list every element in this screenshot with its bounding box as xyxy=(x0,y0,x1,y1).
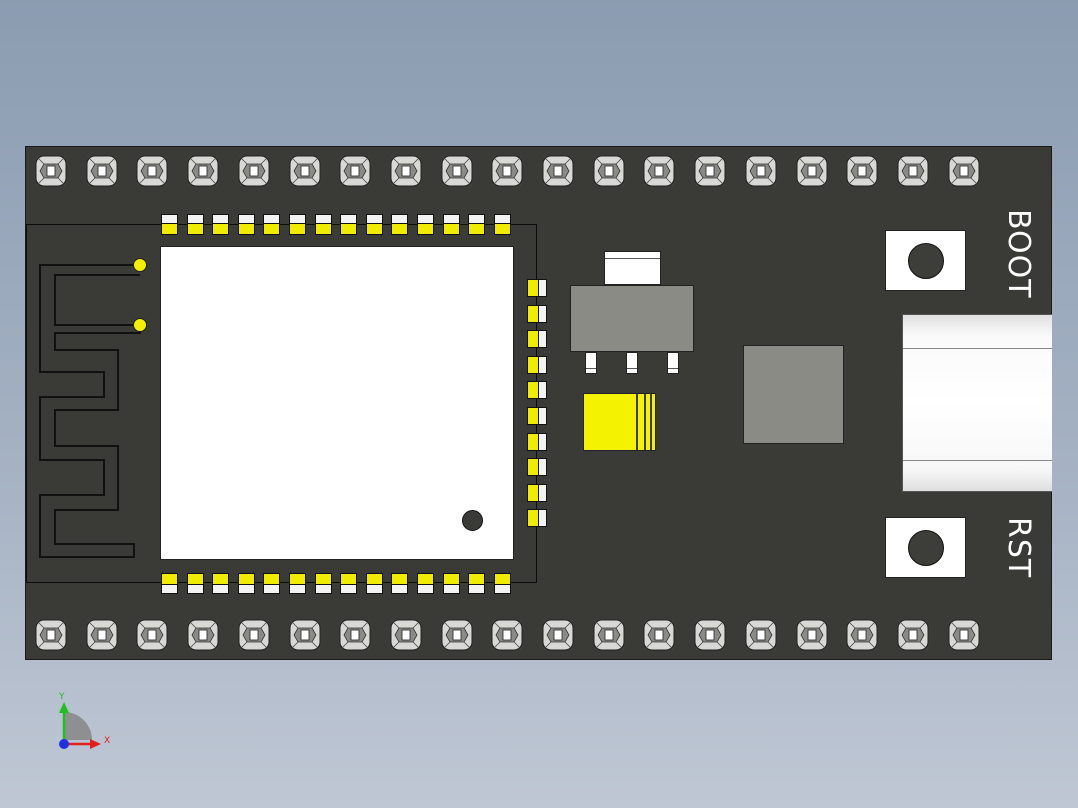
module-pad-side xyxy=(538,432,547,451)
usb-connector xyxy=(902,314,1052,492)
wifi-module-outline xyxy=(26,224,537,583)
pin1-marker xyxy=(462,510,483,531)
module-pad-side xyxy=(538,483,547,502)
header-pin-icon xyxy=(948,155,980,187)
module-pad-top xyxy=(237,223,255,235)
header-pin-icon xyxy=(441,619,473,651)
header-pin-icon xyxy=(390,619,422,651)
module-pad-side xyxy=(538,279,547,297)
module-pad-top xyxy=(289,223,306,235)
regulator-leg xyxy=(585,352,597,374)
header-pin-icon xyxy=(694,155,726,187)
button-cap xyxy=(908,243,944,279)
module-pad-top xyxy=(161,223,178,235)
header-pin-icon xyxy=(390,155,422,187)
module-pad-top xyxy=(263,223,281,235)
header-pin-icon xyxy=(491,619,523,651)
module-pad-bottom xyxy=(237,584,255,594)
header-pin-icon xyxy=(643,155,675,187)
header-pin-icon xyxy=(289,619,321,651)
voltage-regulator xyxy=(570,285,694,352)
header-pin-icon xyxy=(289,155,321,187)
header-pin-icon xyxy=(643,619,675,651)
header-pin-icon xyxy=(86,619,118,651)
header-pin-icon xyxy=(35,155,67,187)
module-pad-top xyxy=(365,223,383,235)
header-pin-icon xyxy=(542,619,574,651)
header-pin-icon xyxy=(187,619,219,651)
header-pin-icon xyxy=(339,155,371,187)
module-pad-side xyxy=(538,407,547,425)
header-pin-icon xyxy=(136,155,168,187)
module-pad-bottom xyxy=(263,584,281,594)
module-pad-side xyxy=(538,330,547,349)
header-pin-icon xyxy=(694,619,726,651)
header-pin-icon xyxy=(187,155,219,187)
view-triad-icon[interactable]: Y X xyxy=(50,688,120,758)
module-pad-top xyxy=(186,223,204,235)
diode xyxy=(583,393,656,451)
module-pad-top xyxy=(391,223,409,235)
header-pin-icon xyxy=(86,155,118,187)
boot-label: BOOT xyxy=(1001,209,1036,299)
rf-shield-can xyxy=(160,246,514,560)
header-pin-icon xyxy=(339,619,371,651)
header-pin-icon xyxy=(542,155,574,187)
module-pad-side xyxy=(538,509,547,528)
header-pin-icon xyxy=(897,155,929,187)
antenna-feed-point xyxy=(133,258,147,272)
header-pin-icon xyxy=(745,619,777,651)
header-pin-icon xyxy=(491,155,523,187)
module-pad-bottom xyxy=(289,584,306,594)
module-pad-bottom xyxy=(161,584,178,594)
module-pad-side xyxy=(538,304,547,323)
boot-button[interactable] xyxy=(885,230,966,291)
module-pad-bottom xyxy=(468,584,486,594)
axis-y-label: Y xyxy=(58,692,65,702)
header-pin-icon xyxy=(35,619,67,651)
module-pad-top xyxy=(212,223,230,235)
module-pad-bottom xyxy=(391,584,409,594)
rst-label: RST xyxy=(1001,517,1036,579)
usb-uart-chip xyxy=(743,345,844,444)
module-pad-bottom xyxy=(417,584,434,594)
header-pin-icon xyxy=(796,619,828,651)
module-pad-bottom xyxy=(186,584,204,594)
module-pad-bottom xyxy=(340,584,358,594)
module-pad-top xyxy=(468,223,486,235)
header-pin-icon xyxy=(846,619,878,651)
module-pad-side xyxy=(538,458,547,477)
header-pin-icon xyxy=(846,155,878,187)
module-pad-side xyxy=(538,381,547,400)
reset-button[interactable] xyxy=(885,517,966,578)
module-pad-side xyxy=(538,355,547,374)
module-pad-top xyxy=(417,223,434,235)
regulator-leg xyxy=(667,352,679,374)
module-pad-bottom xyxy=(212,584,230,594)
header-pin-icon xyxy=(238,155,270,187)
header-pin-icon xyxy=(948,619,980,651)
header-pin-icon xyxy=(238,619,270,651)
antenna-ground-point xyxy=(133,318,147,332)
button-cap xyxy=(908,530,944,566)
header-pin-icon xyxy=(441,155,473,187)
module-pad-bottom xyxy=(314,584,332,594)
module-pad-bottom xyxy=(442,584,460,594)
header-pin-icon xyxy=(897,619,929,651)
module-pad-top xyxy=(442,223,460,235)
module-pad-top xyxy=(340,223,358,235)
regulator-leg xyxy=(626,352,638,374)
regulator-tab xyxy=(604,251,661,285)
module-pad-bottom xyxy=(365,584,383,594)
header-pin-icon xyxy=(745,155,777,187)
header-pin-icon xyxy=(136,619,168,651)
header-pin-icon xyxy=(593,155,625,187)
module-pad-bottom xyxy=(493,584,511,594)
module-pad-top xyxy=(314,223,332,235)
module-pad-top xyxy=(493,223,511,235)
axis-x-label: X xyxy=(104,736,110,746)
header-pin-icon xyxy=(593,619,625,651)
header-pin-icon xyxy=(796,155,828,187)
